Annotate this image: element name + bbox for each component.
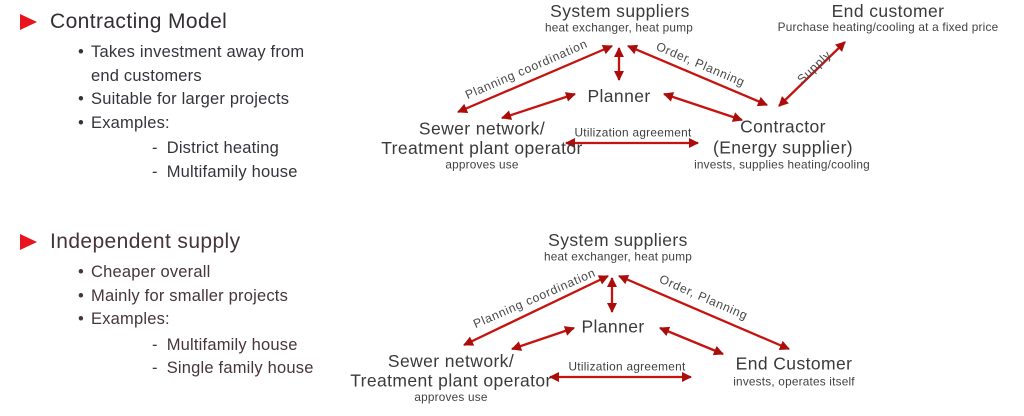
arrow-suppliers-sewer [463,274,609,347]
node-sewer-line2: Treatment plant operator [350,371,552,391]
bullet-item: Examples: [78,308,336,332]
node-sewer-line1: Sewer network/ [419,119,545,139]
node-system-suppliers: System suppliers [550,1,690,21]
node-system-suppliers-subtitle: heat exchanger, heat pump [545,21,693,35]
edge-label-planning-coordination: Planning coordination [471,266,598,331]
bullet-item: Takes investment away from end customers [78,41,336,88]
section-title: Contracting Model [50,10,228,33]
example-item: Multifamily house [152,161,390,185]
arrow-suppliers-endcustomer [618,274,790,351]
edge-label-utilization-agreement: Utilization agreement [568,360,686,374]
section-contracting-model: Contracting Model Takes investment away … [20,9,390,184]
node-end-customer: End Customer [736,354,853,374]
bullet-item: Mainly for smaller projects [78,285,336,309]
bullet-list: Cheaper overall Mainly for smaller proje… [20,261,390,332]
node-end-customer-subtitle: invests, operates itself [733,375,855,389]
section-header: Independent supply [20,229,390,255]
arrow-suppliers-contractor [627,44,768,107]
node-end-customer: End customer [832,1,945,21]
bullet-item: Cheaper overall [78,261,336,285]
node-planner: Planner [581,317,644,337]
example-list: Multifamily house Single family house [20,334,390,381]
arrow-suppliers-sewer [457,44,613,114]
arrow-planner-endcustomer [659,326,724,356]
example-item: Single family house [152,357,390,381]
node-planner: Planner [587,86,650,106]
section-independent-supply: Independent supply Cheaper overall Mainl… [20,229,390,381]
edge-label-planning-coordination: Planning coordination [463,37,590,102]
section-header: Contracting Model [20,9,390,35]
arrow-contractor-endcustomer [778,41,846,107]
bullet-item: Suitable for larger projects [78,88,336,112]
edge-label-supply: Supply [794,48,834,87]
diagram-independent-supply: System suppliers heat exchanger, heat pu… [350,230,855,404]
triangle-bullet-icon [20,234,37,250]
example-item: Multifamily house [152,334,390,358]
bullet-item: Examples: [78,112,336,136]
arrow-planner-contractor [663,92,743,122]
arrow-sewer-planner [511,326,575,351]
edge-label-order-planning: Order, Planning [654,39,747,89]
node-end-customer-subtitle: Purchase heating/cooling at a fixed pric… [778,20,999,34]
bullet-list: Takes investment away from end customers… [20,41,390,135]
node-system-suppliers: System suppliers [548,230,688,250]
node-sewer-line2: Treatment plant operator [381,138,583,158]
node-system-suppliers-subtitle: heat exchanger, heat pump [544,250,692,264]
triangle-bullet-icon [20,14,37,30]
arrow-sewer-planner [501,92,576,120]
node-sewer-subtitle: approves use [414,390,487,404]
node-contractor-line1: Contractor [740,117,826,137]
section-title: Independent supply [50,230,241,253]
node-sewer-line1: Sewer network/ [388,351,514,371]
example-list: District heating Multifamily house [20,137,390,184]
edge-label-utilization-agreement: Utilization agreement [574,126,692,140]
example-item: District heating [152,137,390,161]
node-sewer-subtitle: approves use [445,158,518,172]
node-contractor-line2: (Energy supplier) [713,138,853,158]
node-contractor-subtitle: invests, supplies heating/cooling [694,158,870,172]
diagram-contracting-model: System suppliers heat exchanger, heat pu… [381,1,999,172]
